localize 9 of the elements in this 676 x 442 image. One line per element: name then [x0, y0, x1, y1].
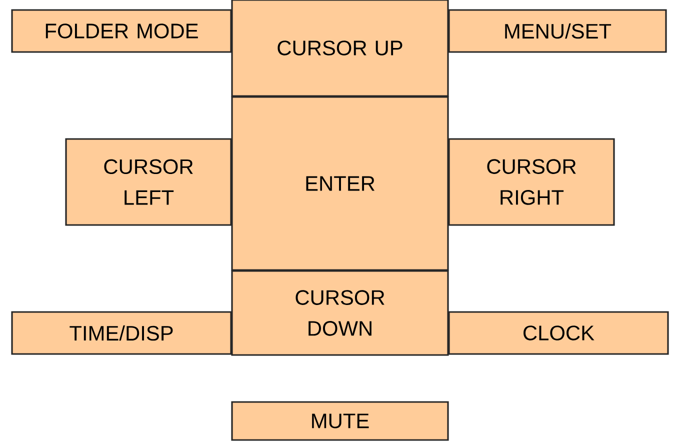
key-button: CURSOR LEFT	[65, 138, 232, 226]
key-button: MUTE	[231, 401, 449, 441]
key-button: CURSOR DOWN	[231, 270, 449, 356]
key-button: CURSOR UP	[231, 0, 449, 97]
key-button: FOLDER MODE	[11, 9, 232, 53]
key-button: CLOCK	[448, 311, 669, 355]
key-button: CURSOR RIGHT	[448, 138, 615, 226]
key-button: TIME/DISP	[11, 311, 232, 355]
key-button: MENU/SET	[448, 9, 667, 53]
